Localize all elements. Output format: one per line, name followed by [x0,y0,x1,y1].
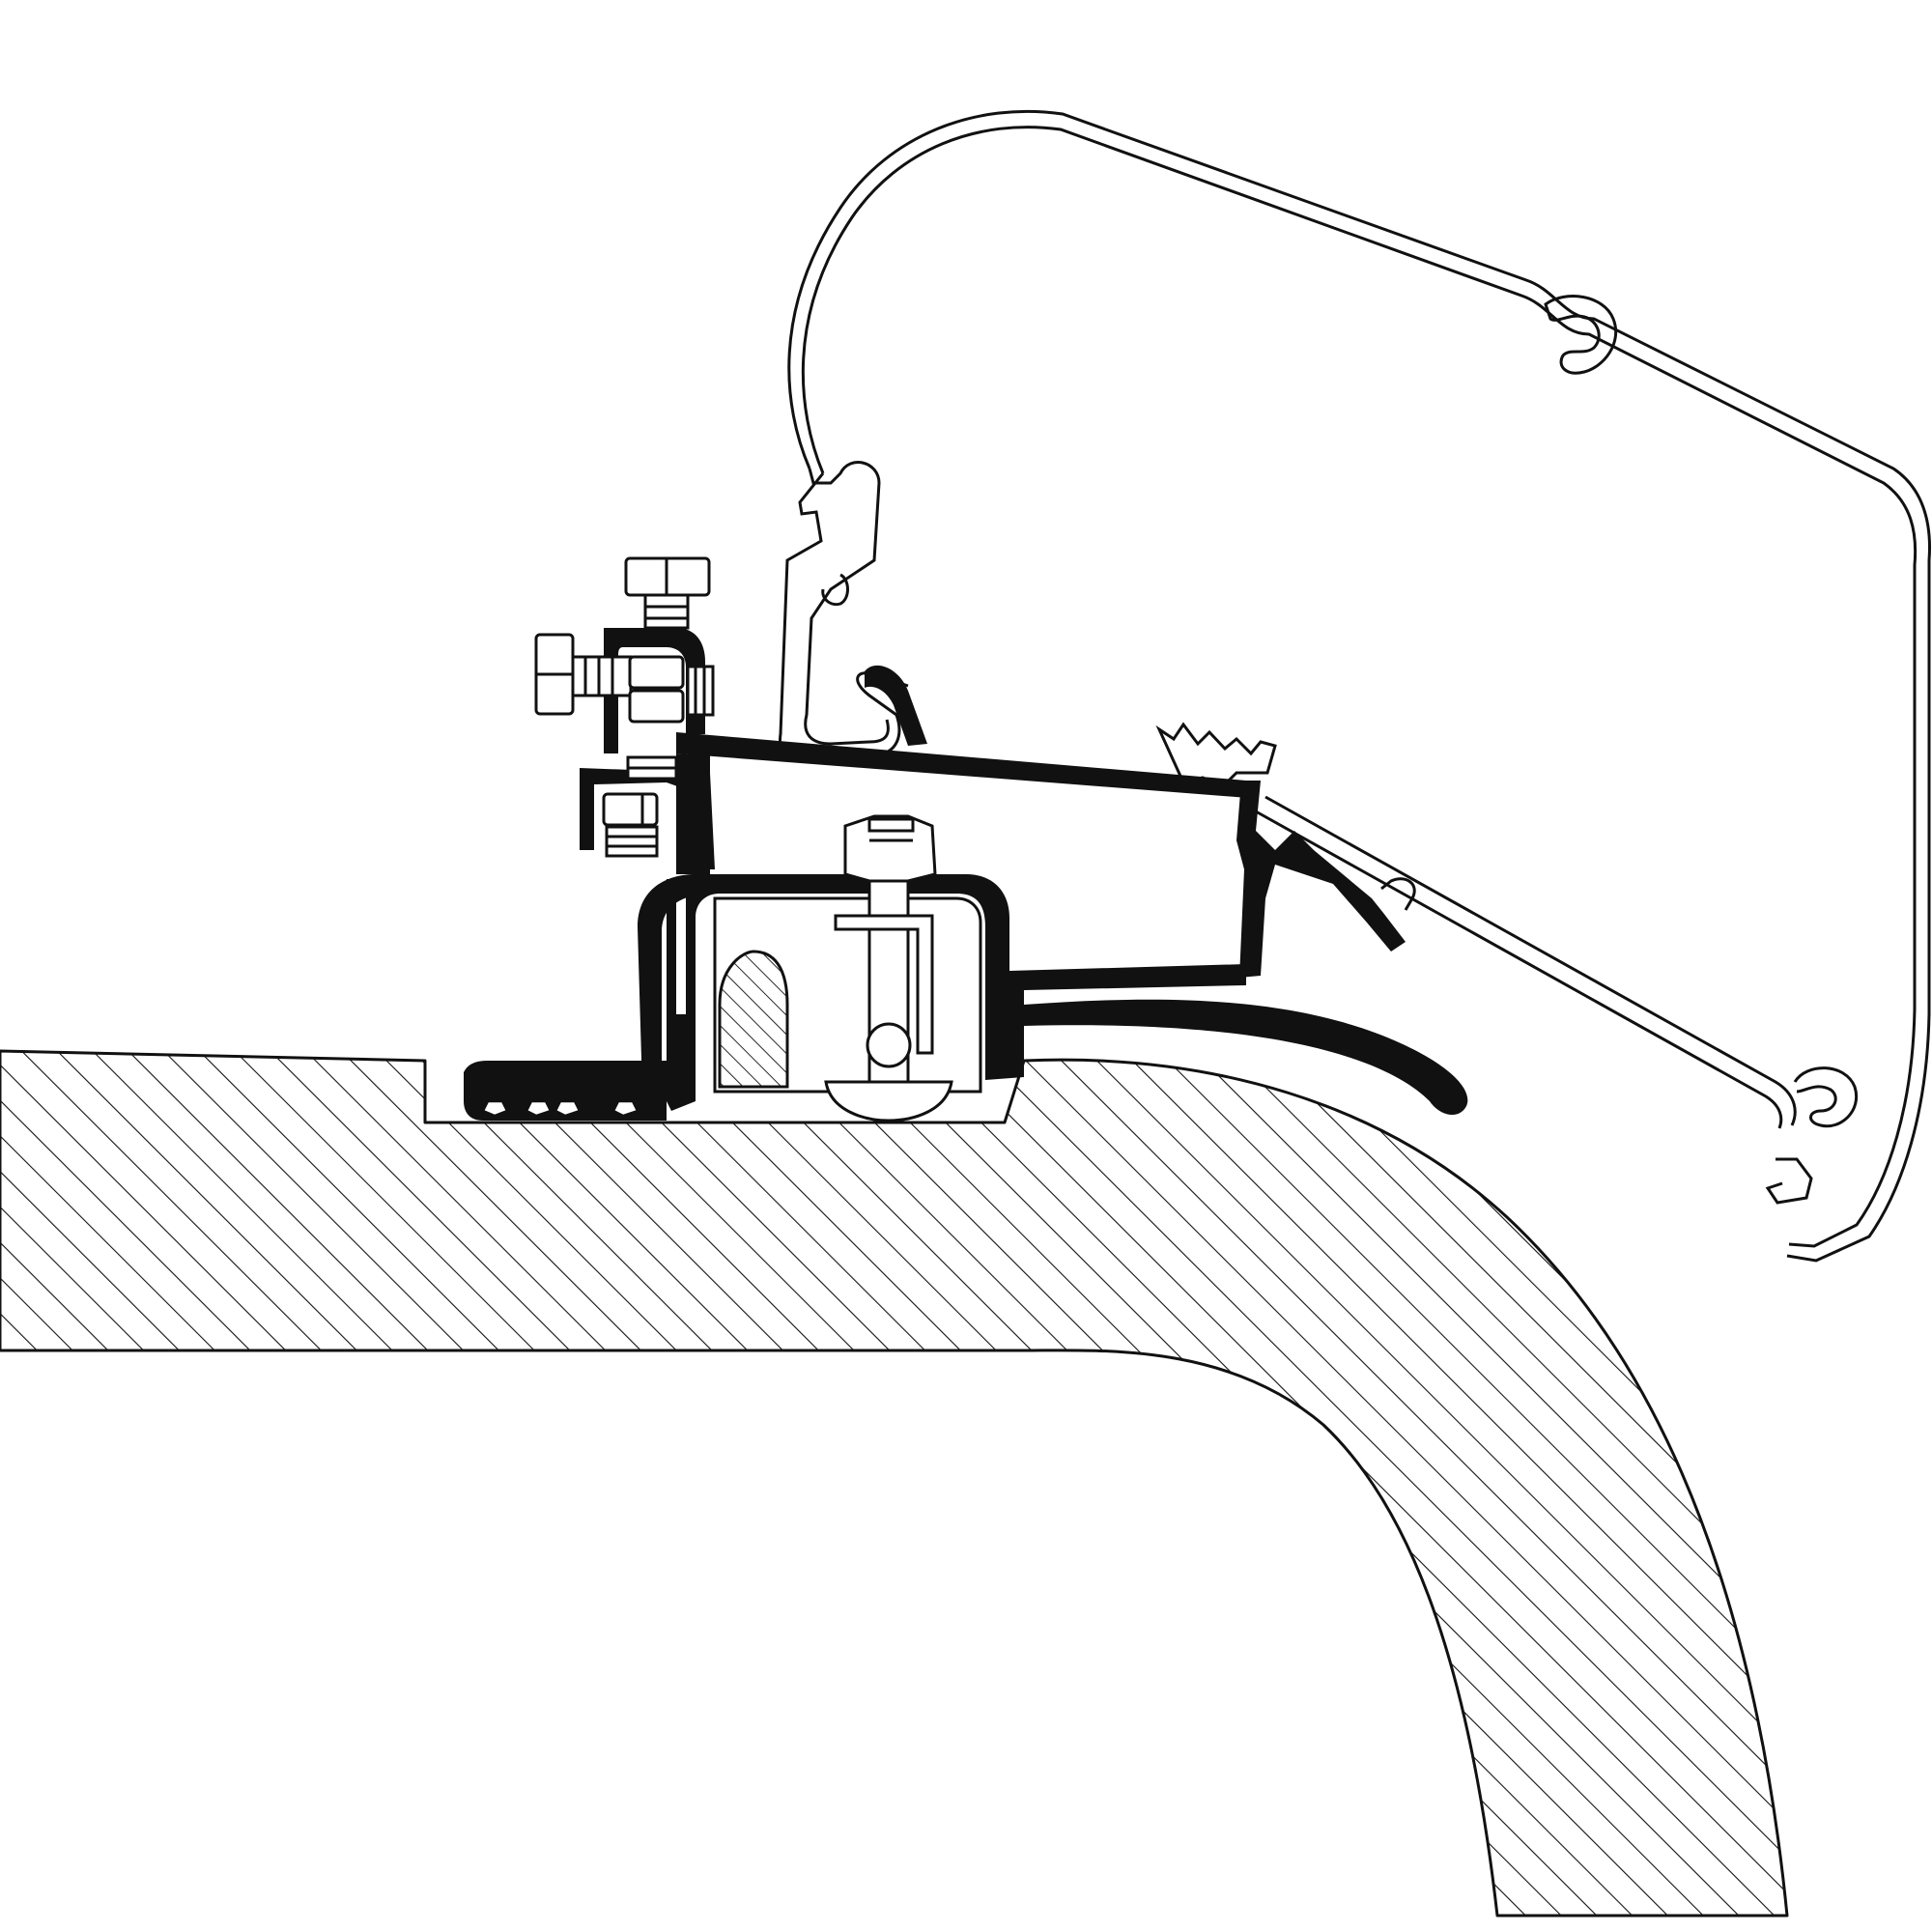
cassette-keder-channel [821,573,849,607]
lower-bolt-thread [605,825,659,858]
cassette-front-leg [804,461,890,746]
slider-block [718,950,789,1089]
cassette-inner-shell [801,126,1918,1248]
rail-upper-clamp [604,628,705,753]
rail-top-arm [676,732,1248,798]
roof-section [0,1049,1789,1918]
bolt-washer-circle [866,1022,912,1068]
clamp-bolt-head [824,1080,953,1122]
cassette-front-leg-inner [778,472,909,760]
square-nut [628,689,685,724]
slider-block-body [718,950,789,1089]
cassette-bottom-channel [1793,1066,1859,1128]
u-bracket [834,914,934,1055]
side-bolt-tail [686,665,715,717]
top-bolt-thread [643,593,690,630]
square-nut [628,655,685,690]
rail-right-hanger [1236,781,1406,978]
rail-lower-clamp [580,768,715,869]
cassette-lower-wall-inner [1255,810,1783,1129]
clamp-bolt-washer [867,817,915,833]
vehicle-roof [0,1049,1789,1918]
cassette-bottom-hook [1765,1157,1813,1205]
seal-notch [611,1099,639,1118]
clamp-bolt-nut [843,814,937,883]
cassette-lower-wall [1264,795,1797,1126]
clamp-bolt [824,814,953,1122]
foot-seal [481,1099,639,1118]
seal-notch [554,1099,582,1118]
rail-lower-left-wall [638,874,715,1092]
side-bolt-thread [571,655,633,697]
rail-front-hook [865,665,927,746]
square-nut [602,792,659,827]
awning-cassette [778,109,1931,1263]
seal-notch [481,1099,509,1118]
adjusting-bolts [534,556,715,858]
rail-skirt [1024,999,1468,1116]
cassette-outer-shell [787,109,1931,1263]
cassette-lip [1380,877,1416,911]
cassette-top-channel [1544,295,1618,375]
seal-notch [525,1099,553,1118]
